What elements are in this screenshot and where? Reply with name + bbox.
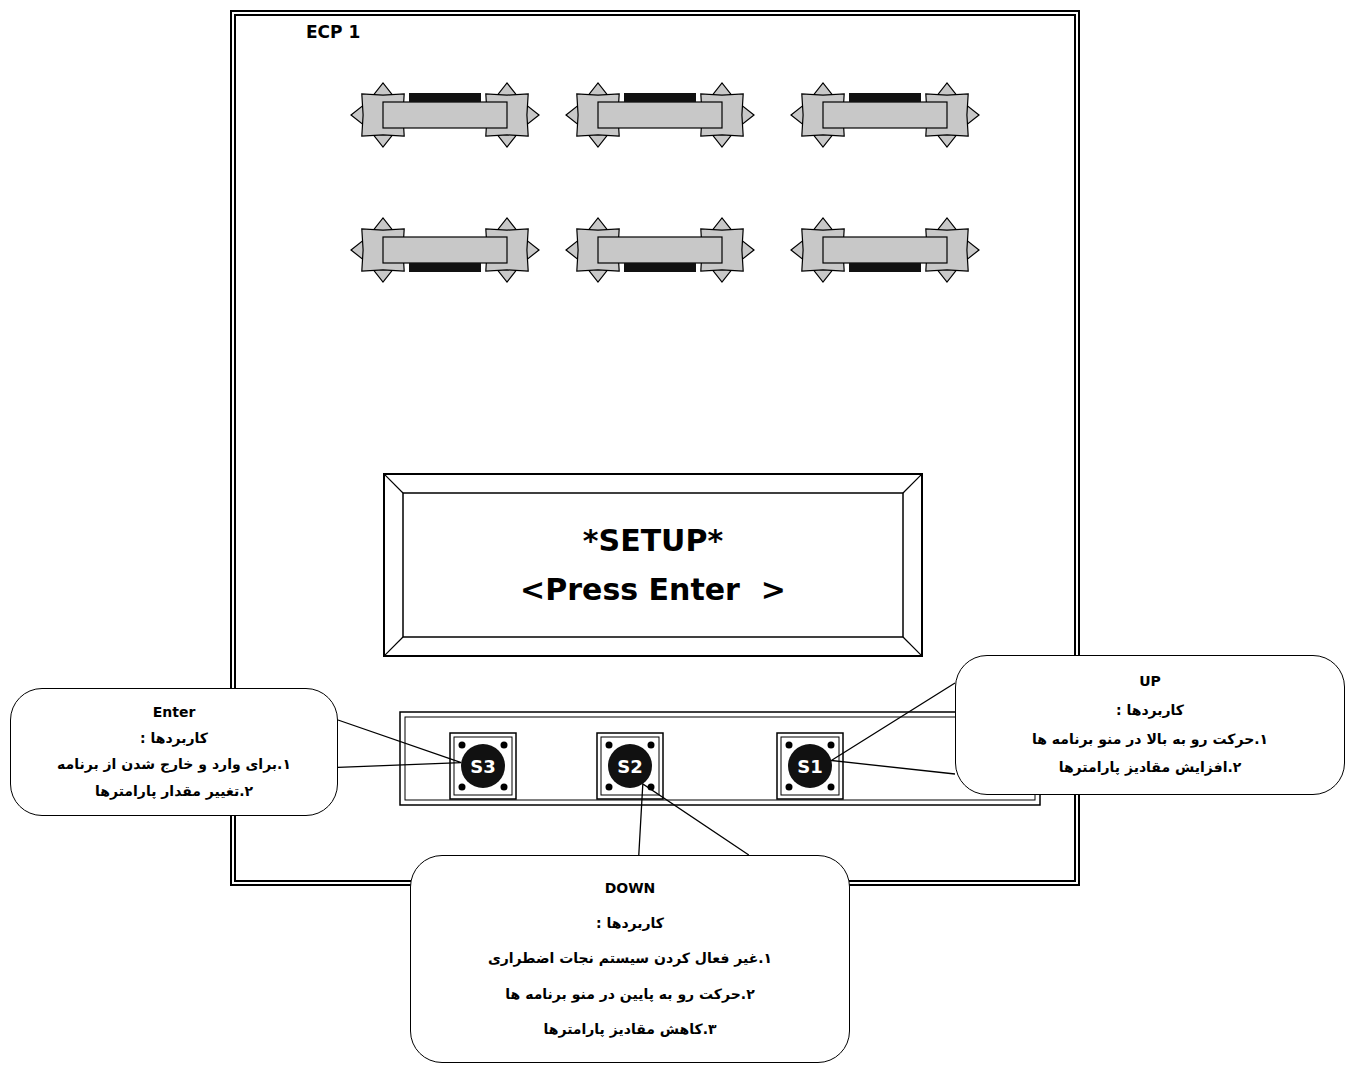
button-strip <box>400 712 1040 805</box>
callout-text: ۳.کاهش مقادیز پارامترها <box>543 1021 716 1039</box>
button-label: S3 <box>470 756 496 777</box>
callout-text: کاربردها : <box>140 730 208 748</box>
callout-text: کاربردها : <box>1116 702 1184 720</box>
display-text: <Press Enter > <box>520 573 786 606</box>
callout-text: کاربردها : <box>596 915 664 933</box>
callout-bubble: Enter کاربردها : ۱.برای وارد و خارج شدن از… <box>10 688 338 816</box>
callout-pointer <box>639 784 749 855</box>
callout-heading: UP <box>1139 673 1161 691</box>
callout-text: ۲.افزایش مقادیز پارامترها <box>1059 759 1242 777</box>
panel-heading: ECP 1 <box>306 22 360 42</box>
callout-text: ۲.حرکت رو به پایین در منو برنامه ها <box>505 986 754 1004</box>
display-text: *SETUP* <box>583 524 723 557</box>
switch-housing <box>450 733 516 799</box>
push-button: S3 <box>461 744 505 788</box>
callout-text: ۲.تغییر مقدار پارامترها <box>95 783 253 801</box>
connector-symbol <box>351 218 539 282</box>
control-panel: ECP 1 *SETUP* <Press Enter > S3 S2 S1 <box>230 10 1080 886</box>
callout-heading: DOWN <box>605 880 656 898</box>
callout-pointer <box>338 720 461 767</box>
switch-housing <box>597 733 663 799</box>
connector-symbol <box>791 83 979 147</box>
push-button: S2 <box>608 744 652 788</box>
callout-bubble: UP کاربردها : ۱.حرکت رو به بالا در منو برن… <box>955 655 1345 795</box>
callout-text: ۱.حرکت رو به بالا در منو برنامه ها <box>1032 731 1268 749</box>
callout-text: ۱.غیر فعال کردن سیستم نجات اضطراری <box>488 950 772 968</box>
display-bevel <box>385 475 921 655</box>
callout-bubble: DOWN کاربردها : ۱.غیر فعال کردن سیستم نجات… <box>410 855 850 1063</box>
callout-pointer <box>831 683 955 774</box>
lcd-display: *SETUP* <Press Enter > <box>383 473 923 657</box>
callout-heading: Enter <box>153 704 196 722</box>
switch-housing <box>777 733 843 799</box>
connector-symbol <box>566 83 754 147</box>
connector-symbols <box>351 83 979 282</box>
button-label: S1 <box>797 756 823 777</box>
button-label: S2 <box>617 756 643 777</box>
connector-symbol <box>351 83 539 147</box>
push-button: S1 <box>788 744 832 788</box>
callout-text: ۱.برای وارد و خارج شدن از برنامه <box>57 756 291 774</box>
connector-symbol <box>566 218 754 282</box>
connector-symbol <box>791 218 979 282</box>
switch-housings <box>450 733 843 799</box>
